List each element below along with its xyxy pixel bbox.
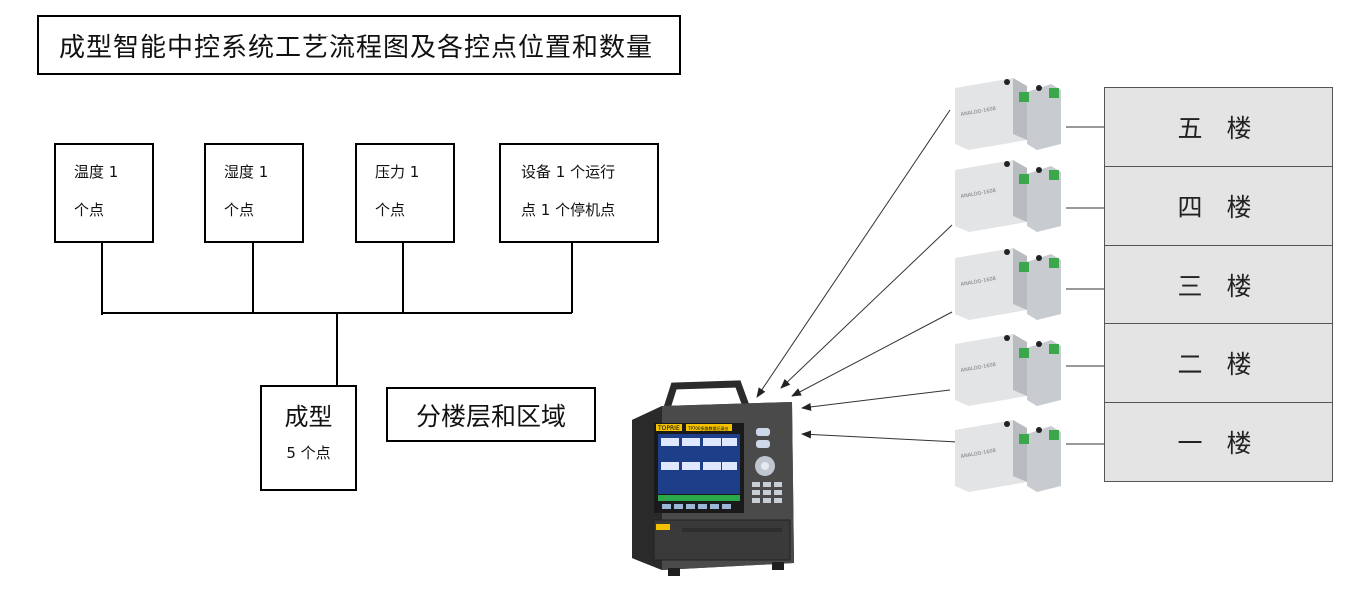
floor-label: 一 楼 — [1177, 429, 1260, 458]
sensor-label-line2: 个点 — [74, 201, 105, 219]
floor-label: 三 楼 — [1177, 272, 1260, 301]
recorder-brand: TOPRIE — [657, 425, 680, 432]
floor-2: 二 楼 — [1104, 323, 1333, 403]
forming-label: 成型 — [284, 403, 333, 431]
title-text: 成型智能中控系统工艺流程图及各控点位置和数量 — [59, 32, 654, 63]
sensor-label-line1: 湿度 1 — [224, 163, 269, 181]
analog-module-image: ANALOG-1608 — [955, 334, 1061, 406]
sensor-temperature: 温度 1 个点 — [54, 143, 154, 243]
floor-5: 五 楼 — [1104, 87, 1333, 167]
sensor-label-line1: 设备 1 个运行 — [521, 163, 616, 181]
sensor-label-line2: 个点 — [375, 201, 406, 219]
stray-mark — [318, 36, 328, 37]
region-label: 分楼层和区域 — [415, 401, 566, 431]
analog-module-image: ANALOG-1608 — [955, 420, 1061, 492]
floor-4: 四 楼 — [1104, 166, 1333, 246]
analog-module-image: ANALOG-1608 — [955, 248, 1061, 320]
sensor-label-line1: 压力 1 — [375, 163, 420, 181]
sensor-label-line2: 个点 — [224, 201, 255, 219]
analog-module-image: ANALOG-1608 — [955, 160, 1061, 232]
sensor-equipment: 设备 1 个运行 点 1 个停机点 — [499, 143, 659, 243]
forming-count: 5 个点 — [286, 444, 331, 462]
floor-label: 二 楼 — [1177, 350, 1260, 379]
analog-module-image: ANALOG-1608 — [955, 78, 1061, 150]
recorder-model: TP700多路数据记录仪 — [687, 425, 729, 431]
sensor-label-line2: 点 1 个停机点 — [521, 201, 616, 219]
data-recorder-image: TOPRIE TP700多路数据记录仪 — [632, 380, 794, 576]
floor-label: 四 楼 — [1177, 193, 1260, 222]
region-node: 分楼层和区域 — [386, 387, 596, 442]
sensor-label-line1: 温度 1 — [74, 163, 119, 181]
diagram-title: 成型智能中控系统工艺流程图及各控点位置和数量 — [37, 15, 681, 75]
floor-label: 五 楼 — [1177, 114, 1260, 143]
floor-1: 一 楼 — [1104, 402, 1333, 482]
sensor-humidity: 湿度 1 个点 — [204, 143, 304, 243]
sensor-pressure: 压力 1 个点 — [355, 143, 455, 243]
forming-node: 成型 5 个点 — [260, 385, 357, 491]
floor-3: 三 楼 — [1104, 245, 1333, 325]
